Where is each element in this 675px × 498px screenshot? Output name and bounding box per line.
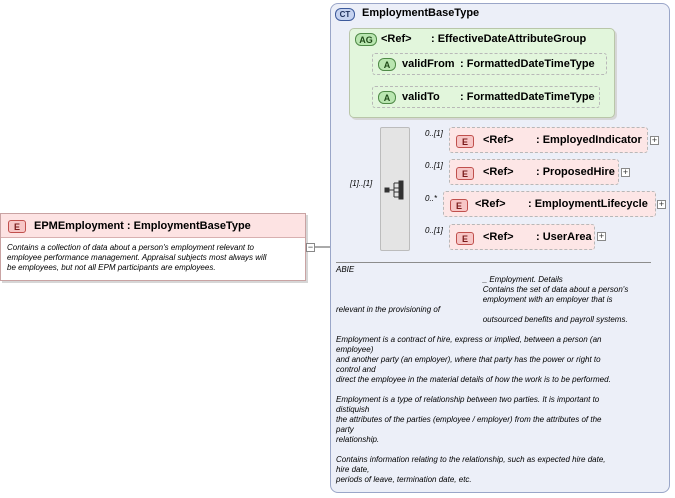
- expand-toggle[interactable]: +: [650, 135, 659, 145]
- documentation-block: ABIE _ Employment. Details Contains the …: [336, 265, 666, 485]
- collapse-toggle[interactable]: −: [306, 242, 315, 252]
- documentation-line: direct the employee in the material deta…: [336, 375, 611, 384]
- documentation-line: outsourced benefits and payroll systems.: [336, 315, 628, 324]
- element-ref: <Ref>: [475, 198, 506, 210]
- child-element-employmentlifecycle[interactable]: E <Ref> : EmploymentLifecycle: [443, 191, 656, 217]
- attribute-type: : FormattedDateTimeType: [460, 58, 595, 70]
- root-element-header: [1, 214, 305, 238]
- documentation-line: [336, 385, 666, 395]
- expand-toggle[interactable]: +: [621, 167, 630, 177]
- attribute-group-icon: AG: [355, 33, 377, 46]
- documentation-line: and another party (an employer), where t…: [336, 355, 601, 364]
- documentation-line: Employment is a type of relationship bet…: [336, 395, 600, 404]
- sequence-icon: [384, 180, 404, 200]
- documentation-line: relevant in the provisioning of: [336, 305, 441, 314]
- complex-type-title: EmploymentBaseType: [362, 7, 480, 19]
- element-icon: E: [456, 232, 474, 245]
- documentation-line: hire date,: [336, 465, 370, 474]
- attribute-validto[interactable]: A validTo : FormattedDateTimeType: [372, 86, 600, 108]
- root-element[interactable]: E EPMEmployment : EmploymentBaseType Con…: [0, 213, 306, 281]
- element-name: : EmployedIndicator: [536, 134, 642, 146]
- documentation-line: Employment is a contract of hire, expres…: [336, 335, 602, 344]
- documentation-line: employment with an employer that is: [336, 295, 613, 304]
- documentation-line: Contains information relating to the rel…: [336, 455, 606, 464]
- element-ref: <Ref>: [483, 134, 514, 146]
- root-element-title: EPMEmployment : EmploymentBaseType: [34, 220, 251, 232]
- documentation-line: the attributes of the parties (employee …: [336, 415, 602, 424]
- element-name: : EmploymentLifecycle: [528, 198, 648, 210]
- attribute-group-ref: <Ref>: [381, 33, 412, 45]
- element-name: : ProposedHire: [536, 166, 615, 178]
- child-multiplicity: 0..[1]: [425, 129, 443, 138]
- documentation-divider: [336, 262, 651, 263]
- complex-type-icon: CT: [335, 8, 355, 21]
- documentation-line: [336, 325, 666, 335]
- child-element-employedindicator[interactable]: E <Ref> : EmployedIndicator: [449, 127, 648, 153]
- element-icon: E: [8, 220, 26, 233]
- documentation-line: ABIE: [336, 265, 355, 274]
- attribute-validfrom[interactable]: A validFrom : FormattedDateTimeType: [372, 53, 607, 75]
- sequence-compositor[interactable]: [380, 127, 410, 251]
- expand-toggle[interactable]: +: [597, 231, 606, 241]
- child-multiplicity: 0..[1]: [425, 161, 443, 170]
- attribute-type: : FormattedDateTimeType: [460, 91, 595, 103]
- child-element-userarea[interactable]: E <Ref> : UserArea: [449, 224, 595, 250]
- sequence-multiplicity: [1]..[1]: [350, 179, 373, 188]
- documentation-line: [336, 445, 666, 455]
- root-element-description-line: employee performance management. Apprais…: [7, 253, 267, 262]
- child-multiplicity: 0..[1]: [425, 226, 443, 235]
- documentation-line: control and: [336, 365, 376, 374]
- documentation-line: Contains the set of data about a person'…: [336, 285, 629, 294]
- element-ref: <Ref>: [483, 166, 514, 178]
- root-element-description-line: Contains a collection of data about a pe…: [7, 243, 255, 252]
- element-ref: <Ref>: [483, 231, 514, 243]
- attribute-icon: A: [378, 58, 396, 71]
- documentation-line: employee): [336, 345, 374, 354]
- attribute-group-type: : EffectiveDateAttributeGroup: [431, 33, 587, 45]
- child-element-proposedhire[interactable]: E <Ref> : ProposedHire: [449, 159, 619, 185]
- child-multiplicity: 0..*: [425, 194, 438, 203]
- attribute-name: validTo: [402, 91, 440, 103]
- documentation-line: _ Employment. Details: [336, 275, 563, 284]
- attribute-name: validFrom: [402, 58, 455, 70]
- documentation-line: distiquish: [336, 405, 370, 414]
- element-icon: E: [456, 167, 474, 180]
- root-element-description-line: be employees, but not all EPM participan…: [7, 263, 216, 272]
- element-icon: E: [456, 135, 474, 148]
- element-name: : UserArea: [536, 231, 592, 243]
- documentation-line: relationship.: [336, 435, 380, 444]
- attribute-icon: A: [378, 91, 396, 104]
- expand-toggle[interactable]: +: [657, 199, 666, 209]
- element-icon: E: [450, 199, 468, 212]
- documentation-line: periods of leave, termination date, etc.: [336, 475, 472, 484]
- documentation-line: party: [336, 425, 354, 434]
